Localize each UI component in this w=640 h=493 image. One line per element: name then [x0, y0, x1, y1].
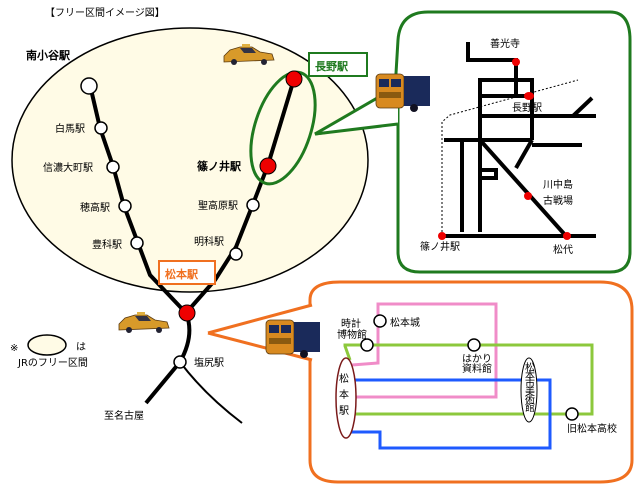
- label-clock-museum-2: 博物館: [337, 328, 367, 341]
- station-hotaka[interactable]: [118, 199, 132, 213]
- label-hakuba: 白馬駅: [55, 122, 85, 135]
- map-title: 【フリー区間イメージ図】: [45, 7, 165, 19]
- station-nagano[interactable]: [285, 70, 303, 88]
- label-matsushiro: 松代: [553, 243, 573, 256]
- legend-mark: ※: [10, 343, 18, 354]
- bus-icon: [265, 319, 320, 358]
- art-museum-char: 館: [525, 401, 535, 414]
- poi-nagano-station[interactable]: [524, 92, 534, 100]
- stop-scale-museum[interactable]: [467, 338, 481, 352]
- label-kawanakajima-2: 古戦場: [543, 194, 573, 207]
- stop-castle[interactable]: [373, 314, 387, 328]
- station-hakuba[interactable]: [94, 121, 108, 135]
- label-art-museum-vertical: 松 本 市 美 術 館: [525, 361, 535, 414]
- art-museum-char: 市: [525, 377, 535, 390]
- poi-kawanakajima[interactable]: [524, 192, 532, 200]
- station-shinonoi[interactable]: [259, 157, 277, 175]
- label-zenkoji: 善光寺: [490, 37, 520, 50]
- label-minami-otari: 南小谷駅: [26, 48, 70, 62]
- art-museum-char: 美: [525, 385, 535, 398]
- station-hijiri-kogen[interactable]: [246, 198, 260, 212]
- matsumoto-station-oval[interactable]: [335, 357, 357, 439]
- label-old-high-school: 旧松本高校: [567, 422, 617, 435]
- stop-old-high-school[interactable]: [565, 407, 579, 421]
- matsumoto-label-box: [158, 260, 216, 285]
- poi-matsushiro[interactable]: [563, 232, 571, 240]
- route-pink: [351, 302, 498, 399]
- station-akashina[interactable]: [229, 247, 243, 261]
- label-shinonoi-inset: 篠ノ井駅: [420, 240, 460, 253]
- station-char: 本: [339, 388, 349, 401]
- label-toyoshina: 豊科駅: [92, 238, 122, 251]
- station-minami-otari[interactable]: [80, 77, 98, 95]
- taxi-icon: [118, 312, 170, 333]
- label-nagano-station-inset: 長野駅: [512, 102, 542, 114]
- station-shiojiri[interactable]: [173, 355, 187, 369]
- shinonoi-line: [184, 78, 296, 315]
- label-shiojiri: 塩尻駅: [194, 356, 224, 369]
- label-matsumoto-station-vertical: 松 本 駅: [339, 372, 349, 417]
- station-shinano-omachi[interactable]: [106, 160, 120, 174]
- label-to-nagoya: 至名古屋: [104, 409, 144, 422]
- route-blue: [350, 378, 552, 450]
- art-museum-char: 松: [525, 361, 535, 374]
- art-museum-oval[interactable]: [520, 357, 538, 423]
- legend-suffix: は: [76, 341, 86, 353]
- label-clock-museum-1: 時計: [341, 317, 361, 330]
- legend-caption: JRのフリー区間: [17, 357, 88, 369]
- bus-icon: [375, 73, 430, 112]
- stop-clock-museum[interactable]: [360, 338, 374, 352]
- label-shinonoi: 篠ノ井駅: [197, 159, 241, 173]
- legend-oval: [27, 334, 67, 356]
- matsumoto-label: 松本駅: [165, 267, 198, 281]
- label-scale-museum-2: 資料館: [462, 362, 492, 375]
- poi-zenkoji[interactable]: [512, 58, 520, 66]
- station-matsumoto[interactable]: [178, 304, 196, 322]
- shinano-railway-line: [441, 79, 579, 236]
- matsumoto-callout: [308, 280, 634, 484]
- jr-free-area: [11, 27, 369, 293]
- nagano-label: 長野駅: [315, 60, 348, 73]
- nagano-inset-map: [444, 42, 596, 238]
- label-shinano-omachi: 信濃大町駅: [43, 161, 93, 174]
- station-toyoshina[interactable]: [130, 236, 144, 250]
- poi-shinonoi[interactable]: [438, 232, 446, 240]
- art-museum-char: 本: [525, 369, 535, 382]
- art-museum-char: 術: [525, 393, 535, 406]
- station-char: 松: [339, 372, 349, 385]
- taxi-icon: [223, 44, 275, 65]
- label-hotaka: 穂高駅: [80, 201, 110, 214]
- label-castle: 松本城: [390, 316, 420, 329]
- nagano-highlight: [249, 70, 317, 186]
- station-char: 駅: [339, 405, 349, 417]
- label-hijiri-kogen: 聖高原駅: [198, 199, 238, 212]
- label-kawanakajima-1: 川中島: [543, 178, 573, 191]
- label-akashina: 明科駅: [194, 235, 224, 248]
- label-scale-museum-1: はかり: [462, 353, 492, 365]
- nagano-label-box: [308, 52, 368, 77]
